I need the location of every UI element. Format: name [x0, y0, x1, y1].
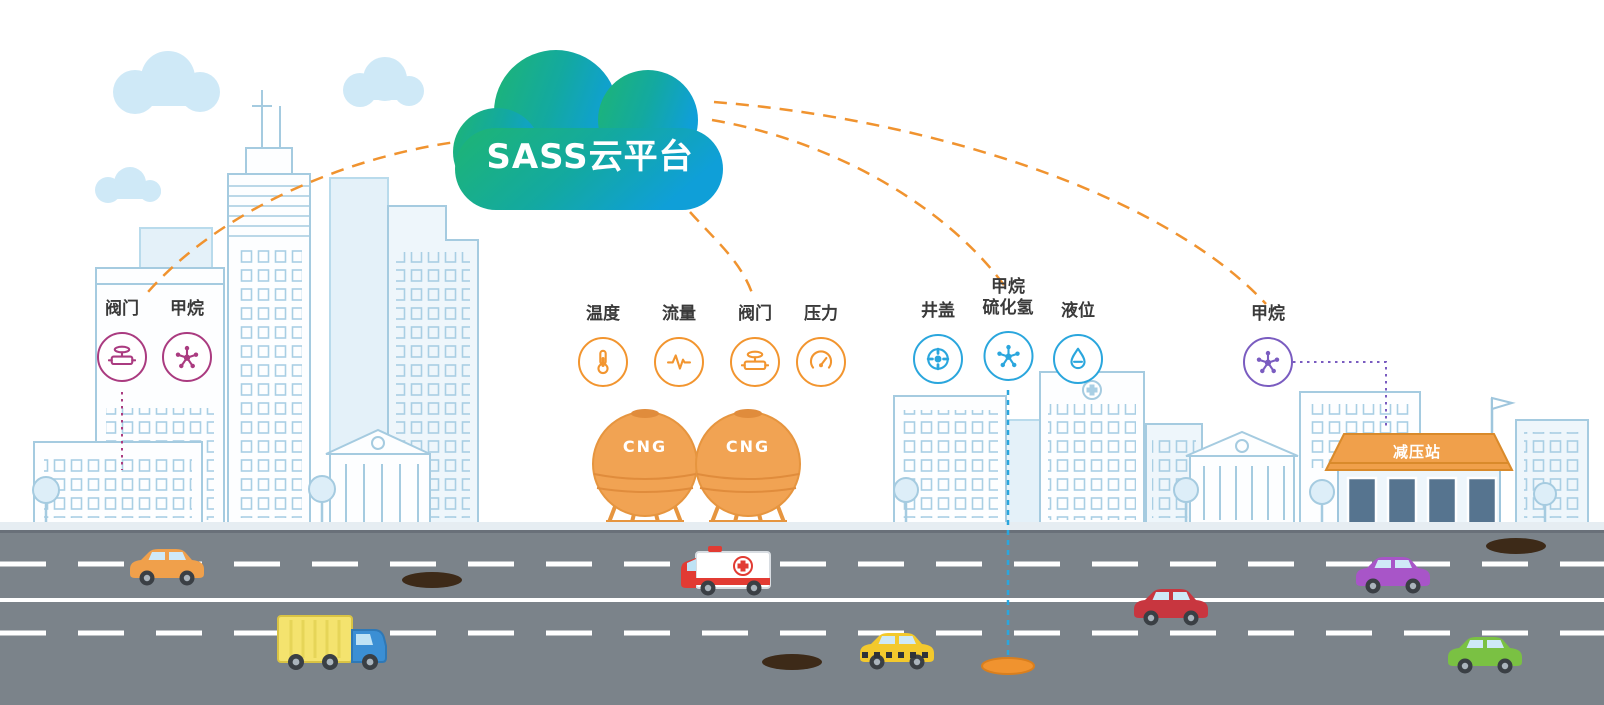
sensor-label: 液位: [1061, 301, 1095, 321]
sensor-label: 流量: [662, 304, 696, 324]
sky-clouds: [95, 51, 424, 203]
flow-icon: [654, 337, 704, 387]
methane-icon: [162, 332, 212, 382]
sensor-level: 液位: [1053, 300, 1103, 384]
cng-tank-2: [695, 411, 801, 517]
sensor-label: 阀门: [738, 304, 772, 324]
sensor-valve-city: 阀门: [97, 298, 147, 382]
ambulance: [681, 546, 771, 596]
sensor-methane-station: 甲烷: [1243, 303, 1293, 387]
road: [0, 522, 1604, 705]
sensor-connector-lines: [121, 361, 1387, 662]
sensor-label: 井盖: [921, 301, 955, 321]
manhole-cover: [1486, 538, 1546, 554]
valve-icon: [730, 337, 780, 387]
cng-tanks: [592, 409, 801, 531]
manhole-icon: [913, 334, 963, 384]
sensor-label: 阀门: [105, 299, 139, 319]
city-skyline-left: [33, 90, 479, 531]
cng-tank-1-label: CNG: [622, 437, 668, 456]
connector-curve-city: [147, 138, 473, 293]
pressure-station-label: 减压站: [1392, 443, 1442, 461]
pressure-gauge-icon: [796, 337, 846, 387]
temperature-icon: [578, 337, 628, 387]
connector-curve-cng: [689, 211, 755, 297]
sensor-label: 甲烷: [1251, 304, 1285, 324]
cloud-platform-shape: [453, 50, 723, 210]
truck: [277, 615, 387, 670]
connector-curve-station: [713, 100, 1267, 305]
vehicles: [130, 546, 1522, 674]
manhole-covers: [402, 538, 1546, 670]
cloud-connectors: [147, 100, 1267, 305]
sensor-manhole-cover: 井盖: [913, 300, 963, 384]
methane-icon: [1243, 337, 1293, 387]
sensor-pressure: 压力: [796, 303, 846, 387]
connector-curve-manhole: [711, 118, 1008, 289]
sensor-flow: 流量: [654, 303, 704, 387]
gas-molecule-icon: [983, 331, 1033, 381]
sensor-label: 硫化氢: [982, 298, 1034, 318]
sensor-methane-city: 甲烷: [162, 298, 212, 382]
sensor-gas: 甲烷 硫化氢: [983, 277, 1034, 381]
manhole-cover: [402, 572, 462, 588]
cloud-platform-title: SASS云平台: [486, 137, 694, 177]
sensor-temperature: 温度: [578, 303, 628, 387]
sensor-label: 甲烷: [170, 299, 204, 319]
sensor-label: 甲烷: [991, 277, 1025, 297]
level-icon: [1053, 334, 1103, 384]
cng-tank-2-label: CNG: [725, 437, 771, 456]
valve-icon: [97, 332, 147, 382]
manhole-cover: [762, 654, 822, 670]
sensor-label: 压力: [804, 304, 838, 324]
sensor-label: 温度: [586, 304, 620, 324]
sensor-valve-cng: 阀门: [730, 303, 780, 387]
cng-tank-1: [592, 411, 698, 517]
manhole-cover-orange: [981, 657, 1035, 675]
